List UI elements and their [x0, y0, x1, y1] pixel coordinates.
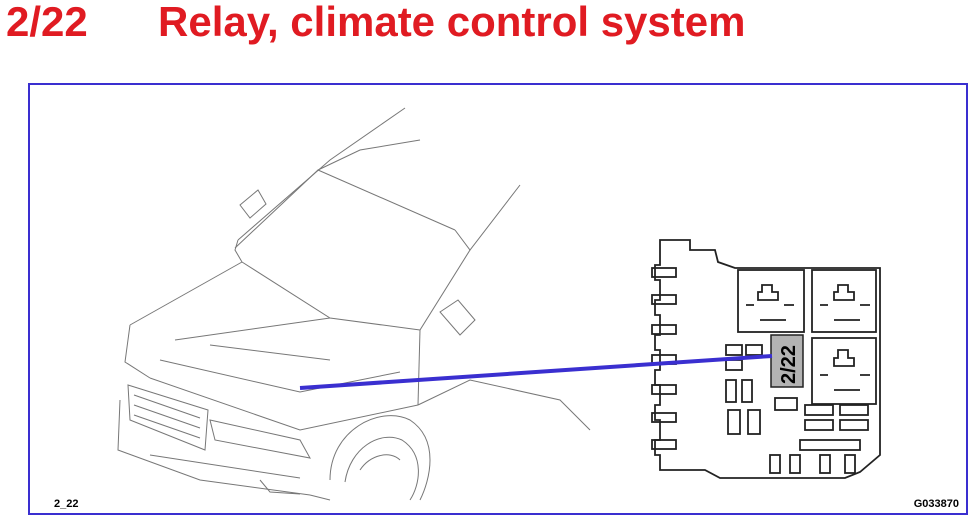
page-code: 2/22	[6, 0, 88, 45]
diagram-id-right: G033870	[913, 498, 959, 510]
diagram-frame	[28, 83, 968, 515]
relay-label: 2/22	[778, 345, 800, 384]
diagram-id-left: 2_22	[54, 498, 79, 510]
page-title: Relay, climate control system	[158, 0, 746, 45]
pointer-line	[299, 354, 773, 390]
car-line-art-icon	[117, 107, 591, 501]
relay-highlight	[770, 334, 804, 388]
fuse-box-icon	[651, 239, 881, 479]
